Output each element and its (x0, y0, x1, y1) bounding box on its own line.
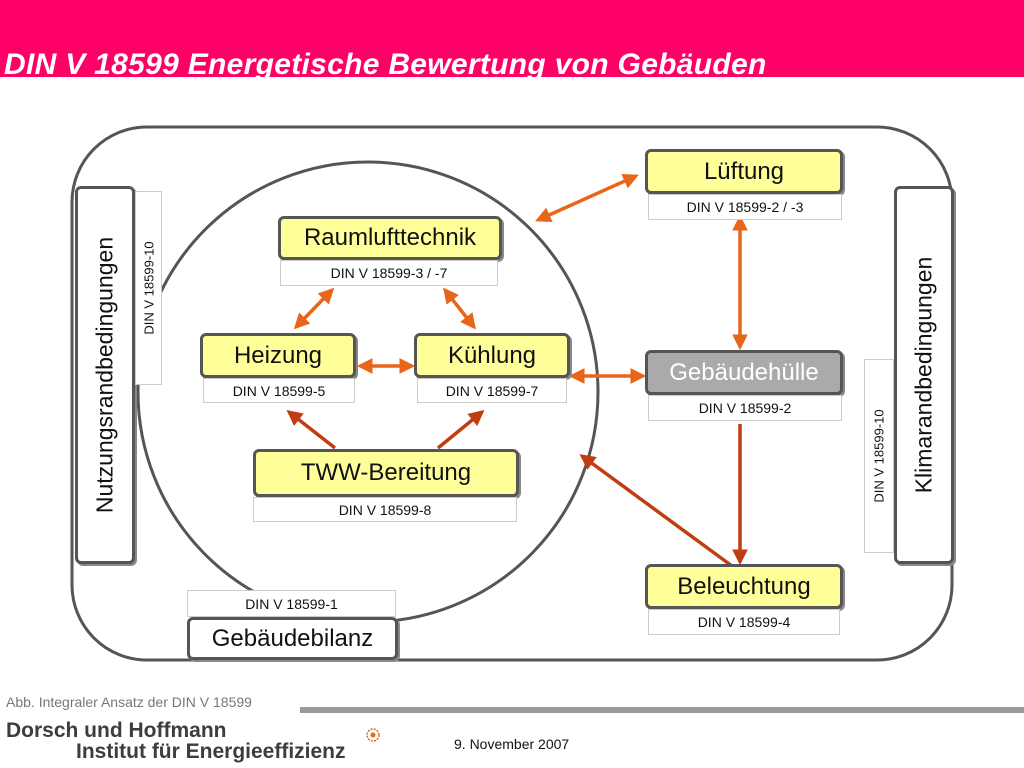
arrow-tww-kuehlung (436, 410, 485, 450)
gebaeudebilanz-label: Gebäudebilanz (211, 624, 374, 652)
heizung-norm: DIN V 18599-5 (203, 378, 355, 403)
logo-line2: Institut für Energieeffizienz (76, 740, 346, 763)
arrow-rlt-kuehlung (443, 287, 476, 330)
beleuchtung-norm: DIN V 18599-4 (648, 609, 840, 635)
klima-label: Klimarandbedingungen (910, 256, 937, 494)
arrow-beleuchtung-circle (579, 454, 734, 568)
heizung-label: Heizung (233, 341, 323, 369)
nutzung-label: Nutzungsrandbedingungen (91, 236, 118, 514)
tww-label: TWW-Bereitung (300, 459, 472, 486)
raumlufttechnik-box: Raumlufttechnik (278, 216, 502, 260)
klima-norm-box: DIN V 18599-10 (864, 359, 894, 553)
raumlufttechnik-label: Raumlufttechnik (303, 224, 477, 251)
nutzung-norm: DIN V 18599-10 (141, 241, 156, 335)
kuehlung-norm: DIN V 18599-7 (417, 378, 567, 403)
raumlufttechnik-norm: DIN V 18599-3 / -7 (280, 260, 498, 286)
logo-line1: Dorsch und Hoffmann (6, 719, 227, 742)
date: 9. November 2007 (454, 736, 570, 752)
header-bar: DIN V 18599 Energetische Bewertung von G… (0, 0, 1024, 77)
beleuchtung-box: Beleuchtung (645, 564, 843, 609)
gebaeudehuelle-norm: DIN V 18599-2 (648, 395, 842, 421)
gebaeudehuelle-label: Gebäudehülle (669, 358, 819, 386)
heizung-box: Heizung (200, 333, 356, 378)
tww-norm: DIN V 18599-8 (253, 497, 517, 522)
lueftung-norm: DIN V 18599-2 / -3 (648, 194, 842, 220)
nutzung-norm-box: DIN V 18599-10 (135, 191, 162, 385)
arrow-rlt-heizung (293, 287, 335, 330)
gebaeudebilanz-norm: DIN V 18599-1 (187, 590, 396, 617)
beleuchtung-label: Beleuchtung (677, 572, 811, 600)
arrow-tww-heizung (286, 410, 337, 450)
flower-logo-icon (366, 728, 380, 742)
lueftung-label: Lüftung (703, 157, 785, 185)
gebaeudebilanz-box: Gebäudebilanz (187, 617, 398, 660)
klima-norm: DIN V 18599-10 (871, 409, 887, 503)
figure-caption: Abb. Integraler Ansatz der DIN V 18599 (6, 694, 252, 710)
lueftung-box: Lüftung (645, 149, 843, 194)
klima-box: Klimarandbedingungen (894, 186, 954, 564)
nutzung-box: Nutzungsrandbedingungen (75, 186, 135, 564)
footer-divider (300, 707, 1024, 713)
kuehlung-box: Kühlung (414, 333, 570, 378)
tww-box: TWW-Bereitung (253, 449, 519, 497)
page-title: DIN V 18599 Energetische Bewertung von G… (4, 48, 767, 77)
arrow-lueftung-circle (535, 173, 639, 223)
gebaeudehuelle-box: Gebäudehülle (645, 350, 843, 395)
kuehlung-label: Kühlung (447, 341, 537, 369)
